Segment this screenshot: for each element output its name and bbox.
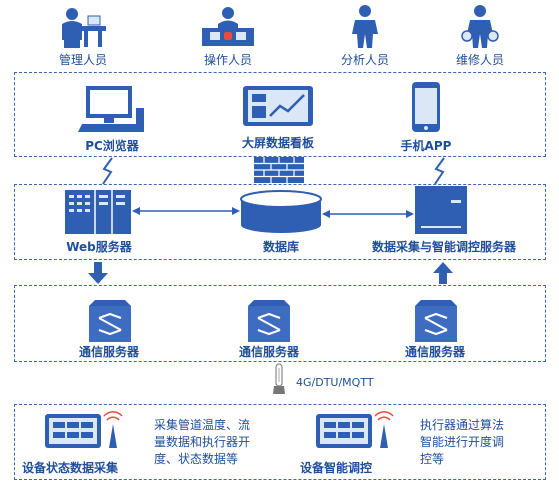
- comm-panel: [14, 285, 546, 362]
- pc-browser-label: PC浏览器: [85, 139, 139, 153]
- comm-server-label: 通信服务器: [78, 345, 139, 359]
- database-icon: [240, 190, 322, 233]
- smart-control-device-icon: [316, 411, 394, 448]
- user-manager-label: 管理人员: [58, 53, 107, 67]
- user-maintenance-label: 维修人员: [455, 53, 504, 67]
- device-status-acquisition-label: 设备状态数据采集: [22, 461, 119, 475]
- bidirectional-arrow-icon: [132, 207, 240, 215]
- comm-server-icon: [89, 300, 131, 342]
- comm-server-label: 通信服务器: [404, 345, 465, 359]
- data-acquisition-device-icon: [45, 411, 123, 448]
- comm-server-label: 通信服务器: [238, 345, 299, 359]
- web-server-label: Web服务器: [66, 240, 132, 254]
- acquisition-server-label: 数据采集与智能调控服务器: [371, 240, 516, 254]
- user-operator-label: 操作人员: [203, 53, 252, 67]
- database-label: 数据库: [262, 240, 299, 254]
- dashboard-label: 大屏数据看板: [241, 136, 314, 150]
- wireless-link-icon: [434, 157, 445, 185]
- control-description: 执行器通过算法 智能进行开度调 控等: [420, 418, 505, 466]
- maintenance-person-icon: [461, 5, 499, 48]
- pc-monitor-icon: [78, 86, 144, 132]
- down-arrow-icon: [88, 262, 108, 284]
- acquisition-description: 采集管道温度、流 量数据和执行器开 度、状态数据等: [154, 418, 251, 466]
- device-smart-control-label: 设备智能调控: [300, 461, 373, 475]
- comm-server-icon: [415, 300, 457, 342]
- firewall-icon: [254, 157, 304, 183]
- client-panel: [14, 72, 546, 157]
- large-screen-dashboard-icon: [243, 86, 313, 126]
- wireless-link-icon: [102, 157, 113, 185]
- web-server-icon: [65, 190, 131, 234]
- network-protocol-label: 4G/DTU/MQTT: [296, 376, 374, 389]
- comm-server-icon: [248, 300, 290, 342]
- user-analyst-label: 分析人员: [340, 53, 389, 67]
- mobile-phone-icon: [412, 82, 440, 132]
- dtu-antenna-icon: [273, 363, 285, 394]
- server-panel: [14, 184, 546, 260]
- manager-person-icon: [62, 8, 106, 48]
- mobile-app-label: 手机APP: [400, 139, 452, 153]
- up-arrow-icon: [433, 262, 453, 284]
- operator-person-icon: [202, 7, 254, 46]
- analyst-person-icon: [352, 5, 378, 48]
- device-panel: [14, 404, 546, 480]
- acquisition-server-icon: [415, 186, 467, 234]
- bidirectional-arrow-icon: [322, 210, 414, 218]
